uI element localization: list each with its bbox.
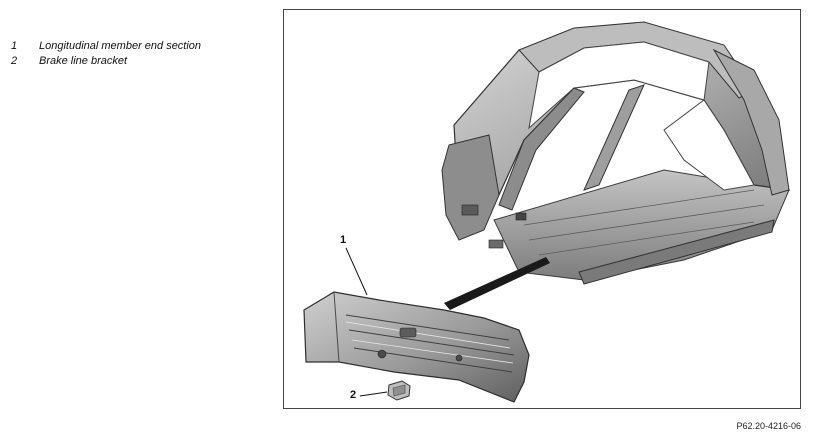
legend-item-1: 1 Longitudinal member end section bbox=[11, 39, 201, 54]
callout-1-label: 1 bbox=[340, 234, 347, 246]
position-leader bbox=[444, 257, 550, 310]
figure-code: P62.20-4216-06 bbox=[736, 421, 801, 431]
vehicle-body-shell bbox=[441, 21, 791, 285]
callout-2-leader bbox=[359, 391, 388, 397]
legend-item-2: 2 Brake line bracket bbox=[11, 54, 201, 69]
longitudinal-member-end-section bbox=[303, 291, 530, 403]
callout-1-leader bbox=[345, 247, 368, 296]
body-shell-illustration bbox=[303, 21, 791, 403]
brake-line-bracket bbox=[387, 380, 411, 401]
parts-legend: 1 Longitudinal member end section 2 Brak… bbox=[11, 39, 201, 69]
callout-2-label: 2 bbox=[350, 389, 357, 401]
figure-frame: 1 2 bbox=[283, 9, 801, 409]
legend-number: 1 bbox=[11, 40, 18, 52]
legend-number: 2 bbox=[11, 55, 18, 67]
legend-label: Brake line bracket bbox=[39, 55, 128, 67]
legend-label: Longitudinal member end section bbox=[39, 40, 202, 52]
